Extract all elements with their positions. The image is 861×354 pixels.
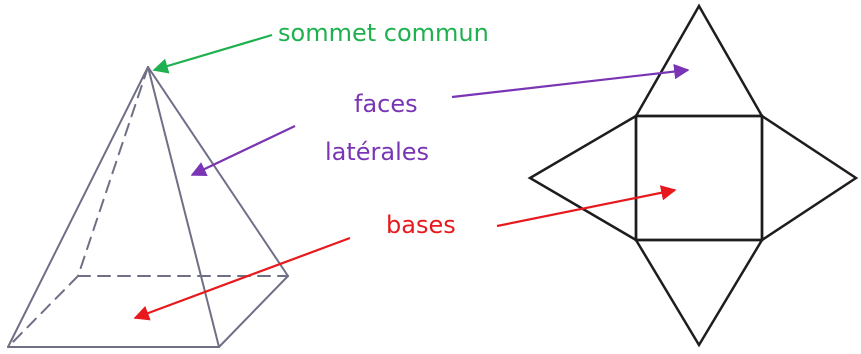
faces-arrow-left (190, 125, 296, 176)
net-square-base (634, 114, 764, 242)
bases-arrow-left (133, 236, 351, 321)
pyramid-base-right (218, 275, 289, 348)
apex-label: sommet commun (278, 19, 489, 47)
faces-label-line2: latérales (325, 138, 429, 166)
annotation-arrows (133, 33, 690, 321)
pyramid-edge-front-right (147, 66, 220, 348)
faces-arrow-right (451, 63, 690, 99)
pyramid-3d (7, 66, 289, 348)
pyramid-net (527, 3, 859, 348)
net-triangle-bottom (633, 238, 765, 348)
net-triangle-left (527, 113, 638, 243)
apex-arrow (152, 33, 273, 74)
pyramid-edge-back-right (147, 66, 289, 277)
bases-arrow-right (496, 185, 677, 228)
faces-label-line1: faces (354, 90, 418, 118)
pyramid-hidden-edges (7, 66, 289, 348)
bases-label: bases (386, 211, 456, 239)
net-triangle-right (760, 113, 859, 243)
pyramid-edge-front-left (7, 66, 149, 348)
net-triangle-top (633, 3, 765, 118)
